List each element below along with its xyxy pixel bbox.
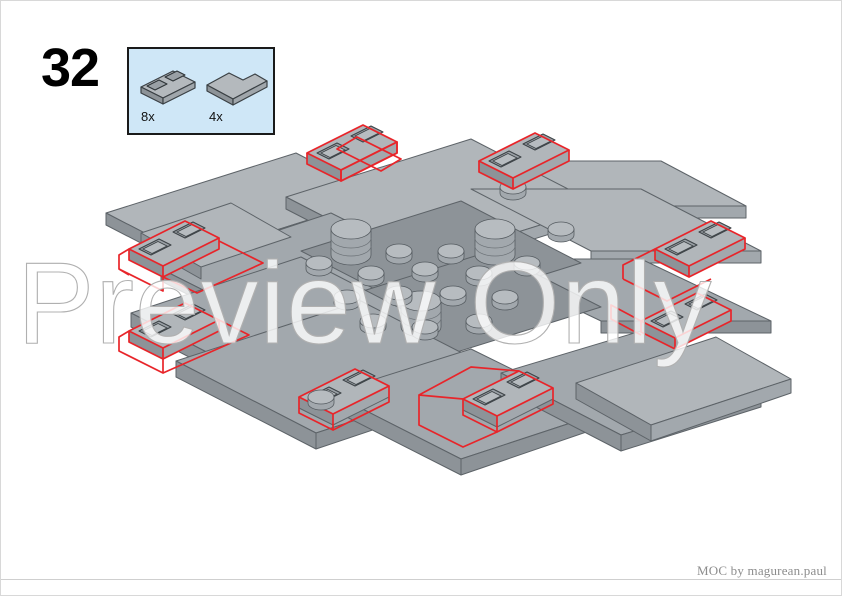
plate-1x2-with-rails-icon — [135, 57, 203, 109]
part-item-0: 8x — [135, 57, 203, 124]
highlight-piece-right-lower — [610, 292, 732, 350]
highlight-piece-left-lower — [118, 302, 250, 374]
part-quantity-label: 4x — [209, 109, 223, 124]
highlight-piece-right-upper — [622, 220, 746, 302]
plate-corner-2x2-icon — [203, 57, 271, 109]
part-item-1: 4x — [203, 57, 271, 124]
plate-arm-lower-right — [575, 336, 792, 442]
highlight-piece-left-upper — [118, 220, 264, 294]
footer-divider — [1, 579, 841, 580]
parts-callout-box: 8x 4x — [127, 47, 275, 135]
stud-bottom-left-accent — [307, 389, 335, 411]
part-quantity-label: 8x — [141, 109, 155, 124]
highlight-corner-top-left — [336, 136, 402, 182]
step-number: 32 — [41, 38, 100, 98]
highlight-piece-bottom-center — [418, 366, 554, 448]
highlight-piece-top-right — [478, 132, 570, 190]
footer-credit: MOC by magurean.paul — [696, 563, 827, 578]
